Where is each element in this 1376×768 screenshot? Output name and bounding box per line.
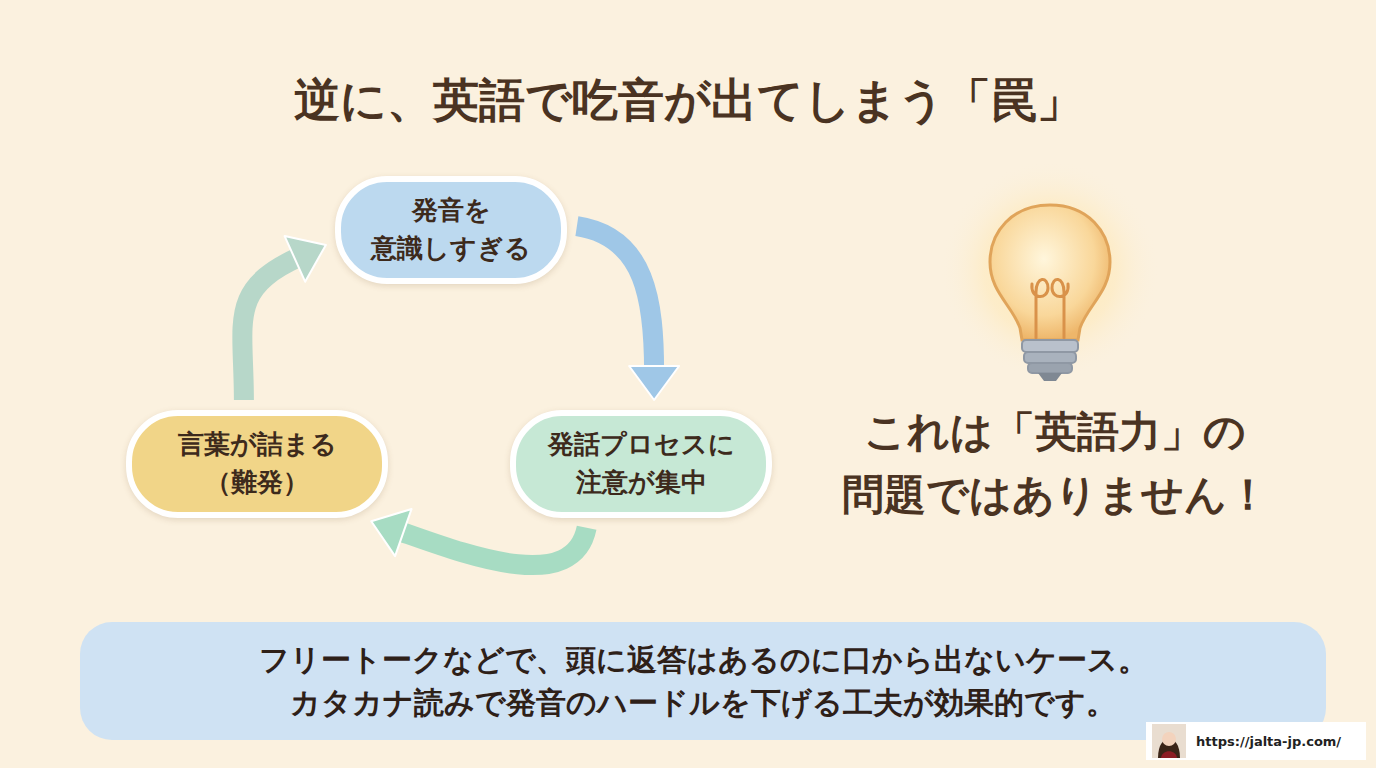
note-band: フリートークなどで、頭に返答はあるのに口から出ないケース。 カタカナ読みで発音の… (80, 622, 1326, 740)
diagram-title: 逆に、英語で吃音が出てしまう「罠」 (0, 70, 1376, 132)
arrow-shaft (577, 226, 654, 372)
lightbulb-icon (940, 160, 1160, 381)
node-text: 発音を 意識しすぎる (359, 192, 543, 267)
callout-note: これは「英語力」の 問題ではありません！ (800, 400, 1310, 526)
node-text: 発話プロセスに 注意が集中 (534, 426, 748, 501)
cycle-step-box: 言葉が詰まる （難発） (126, 410, 388, 518)
arrow-head (371, 509, 411, 556)
arrow-head (629, 366, 679, 400)
arrow-head (285, 236, 326, 282)
url-badge: https://jalta-jp.com/ (1146, 722, 1366, 760)
arrow-shaft (398, 528, 587, 565)
node-text: フリートークなどで、頭に返答はあるのに口から出ないケース。 カタカナ読みで発音の… (110, 638, 1296, 725)
cycle-step-box: 発音を 意識しすぎる (335, 176, 567, 284)
cycle-arrow (577, 226, 679, 400)
arrow-shaft (242, 256, 300, 400)
cycle-arrow (242, 236, 326, 400)
node-text: 言葉が詰まる （難発） (150, 426, 364, 501)
cycle-step-box: 発話プロセスに 注意が集中 (510, 410, 772, 518)
avatar-icon (1152, 724, 1186, 758)
node-text: https://jalta-jp.com/ (1196, 734, 1341, 749)
